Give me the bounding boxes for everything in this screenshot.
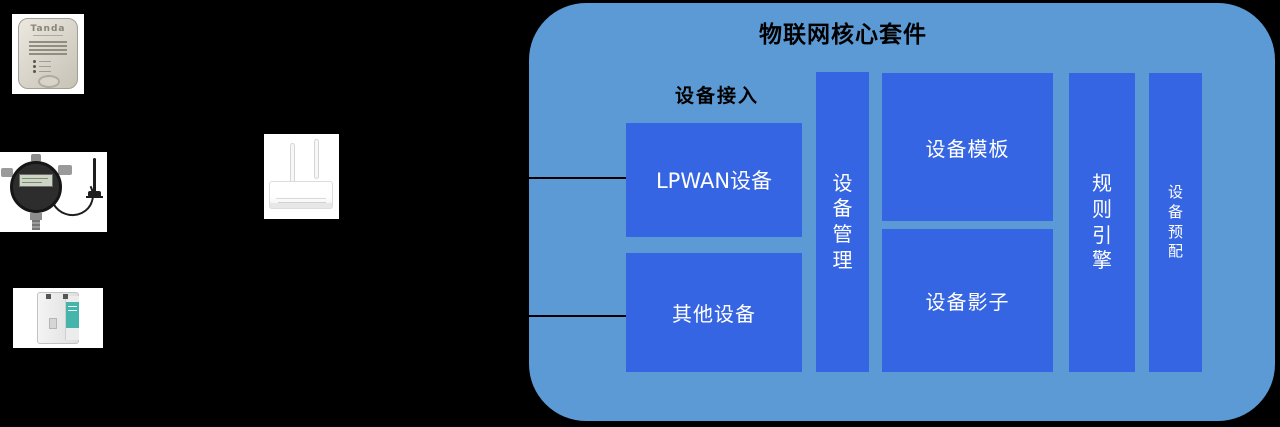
- gateway-router-image: [264, 134, 339, 219]
- wireless-pressure-sensor-image: [0, 152, 107, 232]
- connector-line-device-to-other: [100, 315, 626, 317]
- iot-core-suite-container: 物联网核心套件 设备接入 LPWAN设备 其他设备 设备管理 设备模板 设备影子…: [529, 3, 1275, 421]
- router-antenna: [290, 143, 295, 183]
- router-edge-line: [278, 202, 326, 203]
- vent-slot: [29, 41, 67, 43]
- terminal-screw: [46, 294, 51, 299]
- device-shadow-label: 设备影子: [925, 290, 1010, 314]
- lcd-text-line: [22, 178, 48, 179]
- device-provisioning-box: 设备预配: [1149, 73, 1202, 372]
- suite-title: 物联网核心套件: [759, 22, 927, 48]
- lpwan-device-label: LPWAN设备: [655, 169, 773, 193]
- router-body: [269, 181, 333, 209]
- smoke-detector-brand-label: Tanda: [30, 24, 66, 34]
- breaker-label-text-line: [68, 306, 77, 307]
- antenna-foot: [86, 196, 103, 198]
- device-shadow-box: 设备影子: [882, 229, 1053, 372]
- breaker-label: [66, 302, 79, 328]
- device-management-label: 设备管理: [832, 170, 853, 272]
- pipe-fitting-top: [31, 154, 41, 162]
- other-device-box: 其他设备: [626, 253, 802, 372]
- vent-slot: [29, 53, 67, 55]
- led-label-line: [39, 71, 51, 72]
- test-button: [38, 75, 60, 88]
- led-indicator: [33, 70, 36, 73]
- smoke-detector-image: Tanda: [12, 14, 84, 94]
- router-edge-line: [276, 198, 326, 199]
- device-template-label: 设备模板: [925, 136, 1010, 161]
- vent-slot: [29, 45, 67, 47]
- din-rail-switch-image: [13, 288, 103, 348]
- vent-slot: [29, 49, 67, 51]
- smoke-detector-body: Tanda: [18, 18, 78, 89]
- other-device-label: 其他设备: [672, 302, 756, 326]
- smoke-detector-subtitle-line: [33, 35, 63, 36]
- lcd-text-line: [22, 182, 42, 183]
- rule-engine-label: 规则引擎: [1092, 171, 1112, 273]
- led-label-line: [39, 61, 51, 62]
- terminal-screw: [63, 294, 68, 299]
- router-antenna: [314, 139, 319, 179]
- led-indicator: [33, 60, 36, 63]
- led-label-line: [39, 66, 51, 67]
- sensor-stem: [30, 213, 42, 220]
- lpwan-device-box: LPWAN设备: [626, 123, 802, 237]
- antenna-whip: [93, 158, 96, 192]
- pipe-fitting-left: [1, 168, 13, 177]
- lcd-display: [19, 174, 53, 187]
- led-indicator: [33, 65, 36, 68]
- breaker-lever: [49, 318, 57, 329]
- pipe-fitting-right: [58, 165, 72, 175]
- rule-engine-box: 规则引擎: [1069, 73, 1135, 372]
- threaded-connector: [32, 220, 40, 230]
- connector-line-gateway-to-lpwan: [104, 177, 626, 179]
- breaker-label-text-line: [68, 310, 77, 311]
- device-access-label: 设备接入: [675, 85, 760, 107]
- device-management-box: 设备管理: [816, 72, 869, 372]
- device-provisioning-label: 设备预配: [1167, 182, 1183, 261]
- pressure-gauge-body: [10, 161, 62, 213]
- device-template-box: 设备模板: [882, 73, 1053, 221]
- antenna-base: [88, 191, 101, 197]
